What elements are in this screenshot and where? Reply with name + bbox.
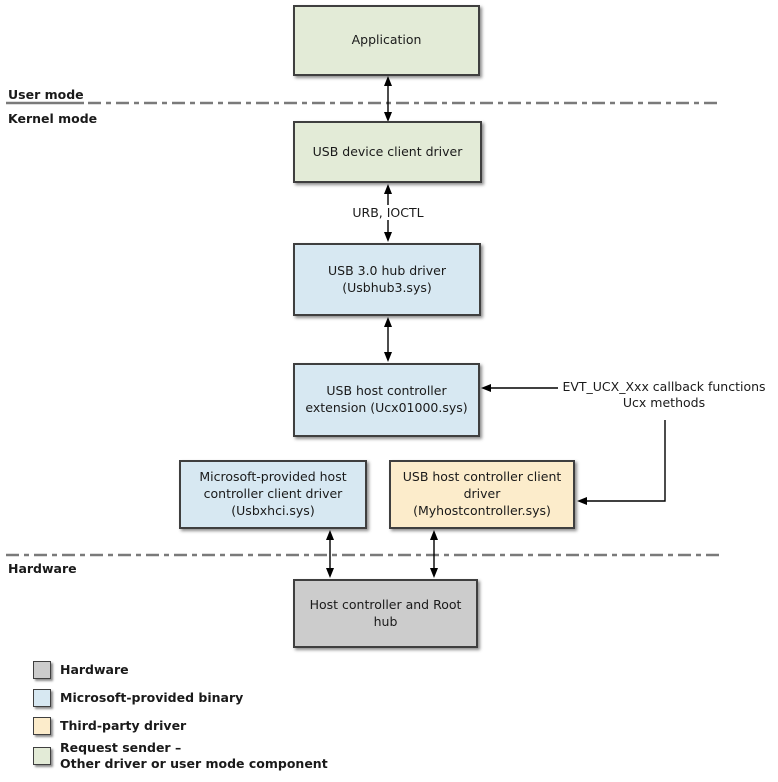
legend-item-request-sender: Request sender – Other driver or user mo… — [33, 740, 328, 771]
microsoft-binary-swatch — [33, 689, 51, 707]
legend-label: Hardware — [60, 662, 129, 678]
legend-item-hardware: Hardware — [33, 661, 328, 679]
node-host-controller-root-hub: Host controller and Root hub — [293, 579, 478, 648]
legend-item-microsoft-binary: Microsoft-provided binary — [33, 689, 328, 707]
evt-ucx-callbacks-label: EVT_UCX_Xxx callback functions Ucx metho… — [562, 379, 766, 411]
legend: Hardware Microsoft-provided binary Third… — [33, 661, 328, 771]
arrow-msclient-hostcontroller — [326, 530, 334, 578]
node-ucx-extension: USB host controller extension (Ucx01000.… — [293, 363, 480, 437]
node-usb3-hub-driver: USB 3.0 hub driver (Usbhub3.sys) — [293, 243, 481, 316]
legend-label: Microsoft-provided binary — [60, 690, 244, 706]
arrow-application-device-driver — [384, 76, 392, 122]
node-ms-host-controller-client-driver: Microsoft-provided host controller clien… — [179, 460, 367, 529]
node-thirdparty-host-controller-client-driver: USB host controller client driver (Myhos… — [389, 460, 575, 529]
request-sender-swatch — [33, 746, 51, 765]
arrow-ucx-to-client — [577, 420, 666, 505]
kernel-mode-label: Kernel mode — [8, 111, 98, 126]
arrow-thirdparty-hostcontroller — [430, 530, 438, 578]
urb-ioctl-label: URB, IOCTL — [338, 205, 438, 220]
arrow-evt-to-extension — [481, 384, 558, 392]
arrow-hub-extension — [384, 317, 392, 362]
hardware-section-label: Hardware — [8, 561, 77, 576]
legend-label: Third-party driver — [60, 718, 187, 734]
node-application: Application — [293, 5, 480, 76]
legend-label: Request sender – Other driver or user mo… — [60, 740, 328, 771]
node-usb-device-client-driver: USB device client driver — [293, 121, 482, 183]
user-mode-label: User mode — [8, 87, 84, 102]
hardware-swatch — [33, 661, 51, 679]
legend-item-third-party: Third-party driver — [33, 717, 328, 735]
third-party-swatch — [33, 717, 51, 735]
